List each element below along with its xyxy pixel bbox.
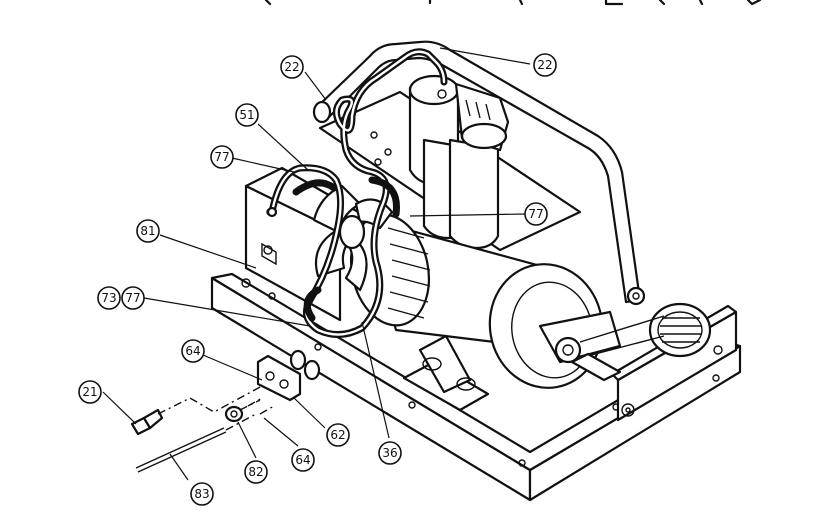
callout-77a: 77 xyxy=(210,145,234,169)
callout-83: 83 xyxy=(190,482,214,506)
callout-label: 77 xyxy=(214,150,229,164)
rear-pulley xyxy=(648,302,712,358)
leader-lines xyxy=(102,47,531,481)
callout-64a: 64 xyxy=(181,339,205,363)
callout-77c: 77 xyxy=(121,286,145,310)
callout-51: 51 xyxy=(235,103,259,127)
callout-62: 62 xyxy=(326,423,350,447)
base-frame xyxy=(210,272,742,502)
drive-motor xyxy=(349,213,665,389)
callout-81: 81 xyxy=(136,219,160,243)
callout-label: 82 xyxy=(248,465,263,479)
callout-label: 22 xyxy=(537,58,552,72)
callout-label: 64 xyxy=(185,344,200,358)
cropped-heading-fragments xyxy=(264,0,762,6)
callout-22a: 22 xyxy=(280,55,304,79)
callout-73: 73 xyxy=(97,286,121,310)
callout-label: 83 xyxy=(194,487,209,501)
callout-label: 51 xyxy=(239,108,254,122)
callout-label: 81 xyxy=(140,224,155,238)
callout-label: 21 xyxy=(82,385,97,399)
callout-77b: 77 xyxy=(524,202,548,226)
motor-feet xyxy=(402,334,622,412)
callout-label: 22 xyxy=(284,60,299,74)
bracket-plate xyxy=(256,349,321,402)
callout-36: 36 xyxy=(378,441,402,465)
callout-64b: 64 xyxy=(291,448,315,472)
callout-label: 64 xyxy=(295,453,310,467)
callout-label: 62 xyxy=(330,428,345,442)
wiring-harness xyxy=(266,48,448,338)
callout-82: 82 xyxy=(244,460,268,484)
capacitors xyxy=(408,74,510,250)
callout-label: 36 xyxy=(382,446,397,460)
callout-21: 21 xyxy=(78,380,102,404)
callout-label: 77 xyxy=(528,207,543,221)
callout-label: 77 xyxy=(125,291,140,305)
callout-label: 73 xyxy=(101,291,116,305)
hardware xyxy=(130,385,275,473)
callout-22b: 22 xyxy=(533,53,557,77)
